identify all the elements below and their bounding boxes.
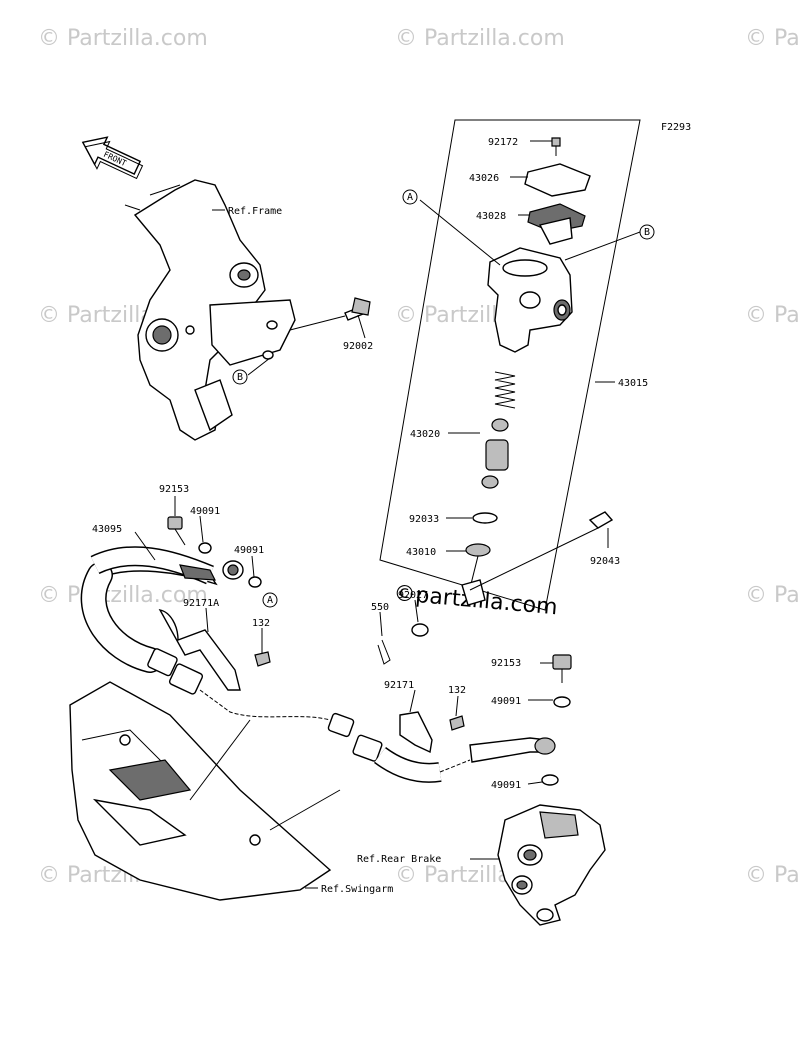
watermark: © Partzilla.com [745,583,800,608]
swingarm-part [69,681,341,901]
label-ref-swingarm: Ref.Swingarm [321,884,393,895]
label-49091-c: 49091 [491,696,521,707]
master-cylinder-group [377,119,641,665]
label-132-upper: 132 [252,618,270,629]
label-43020: 43020 [410,429,440,440]
label-92002: 92002 [343,341,373,352]
watermark: © Partzilla.com [38,583,208,608]
spring-part [494,371,516,409]
callout-b-top: B [639,224,655,240]
watermark: © Partzilla.com [745,863,800,888]
figure-code: F2293 [661,122,691,133]
watermark: © Partzilla.com [395,26,565,51]
watermark: © Partzilla.com [745,26,800,51]
label-550: 550 [371,602,389,613]
watermark: © Partzilla.com [38,26,208,51]
label-92027: 92027 [398,590,428,601]
svg-text:B: B [644,227,650,238]
label-92043: 92043 [590,556,620,567]
label-49091-b: 49091 [234,545,264,556]
front-arrow-icon: FRONT [81,136,144,180]
svg-text:A: A [407,192,413,203]
label-132-lower: 132 [448,685,466,696]
label-43010: 43010 [406,547,436,558]
label-43015: 43015 [618,378,648,389]
label-49091-d: 49091 [491,780,521,791]
svg-text:B: B [237,372,243,383]
frame-part [124,179,371,441]
label-ref-rear-brake: Ref.Rear Brake [357,854,441,865]
callout-a-top: A [402,189,418,205]
rear-brake-part [470,804,606,926]
label-43026: 43026 [469,173,499,184]
watermark: © Partzilla.com [745,303,800,328]
label-49091-a: 49091 [190,506,220,517]
callout-b-frame: B [232,369,248,385]
label-ref-frame: Ref.Frame [228,206,282,217]
label-92153-lower: 92153 [491,658,521,669]
label-92171: 92171 [384,680,414,691]
part-labels: 92172 43026 43028 43015 43020 92033 4301… [92,137,648,895]
label-92153-upper: 92153 [159,484,189,495]
callout-a-hose: A [262,592,278,608]
label-92172: 92172 [488,137,518,148]
label-92033: 92033 [409,514,439,525]
label-43028: 43028 [476,211,506,222]
label-43095: 43095 [92,524,122,535]
svg-text:A: A [267,595,273,606]
brake-hose-group [80,496,572,786]
label-92171A: 92171A [183,598,219,609]
